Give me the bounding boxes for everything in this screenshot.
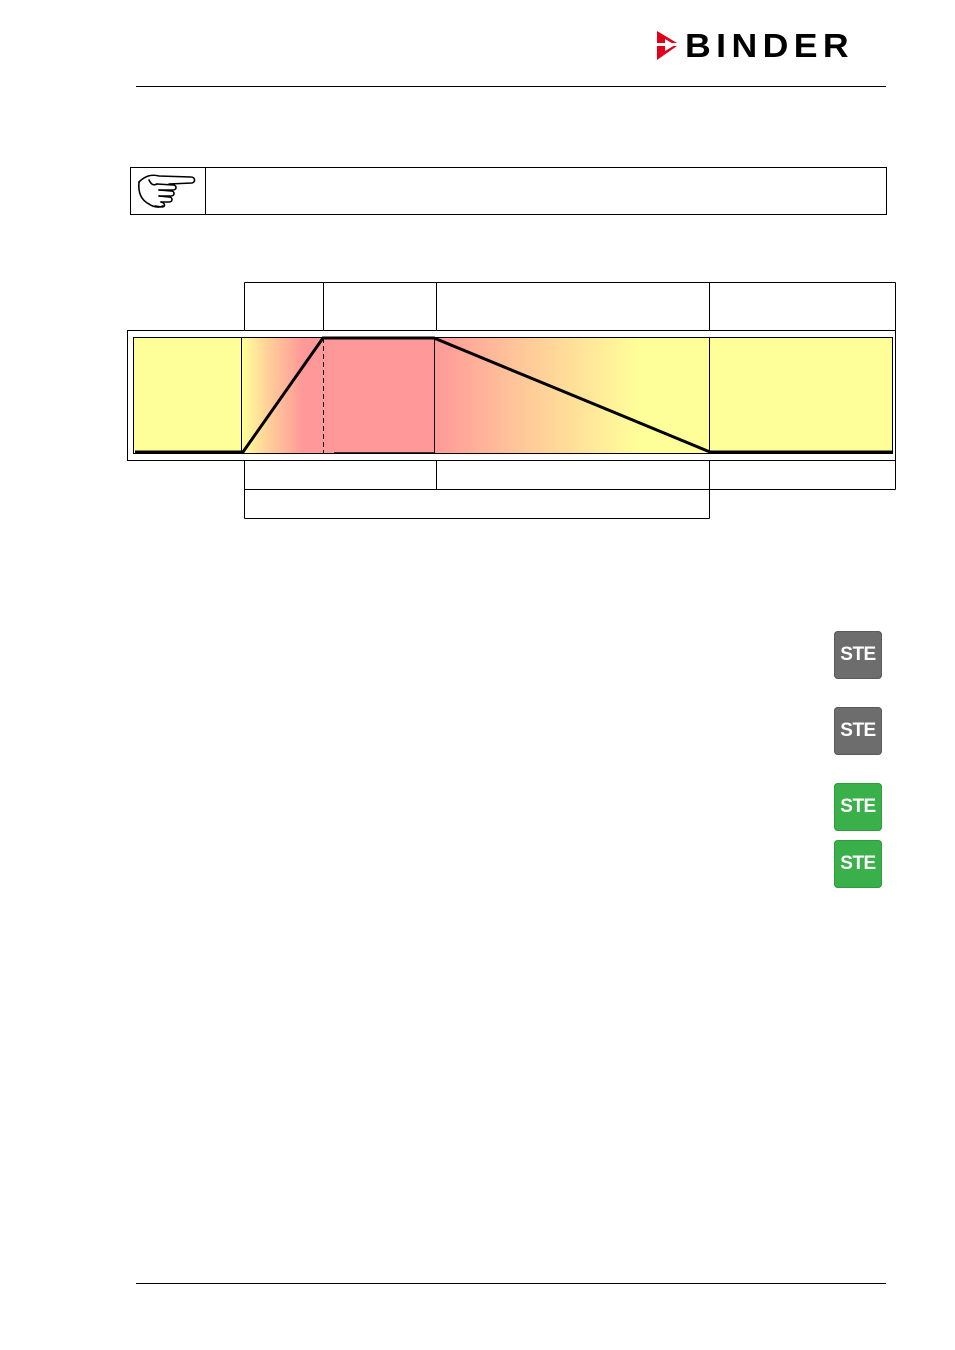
binder-logo: BINDER: [655, 27, 887, 64]
ste-key-active-2: STE: [834, 840, 882, 888]
ste-key-inactive-2: STE: [834, 707, 882, 755]
footer-rule: [136, 1283, 886, 1284]
plot-area-border: [133, 337, 893, 454]
pointing-hand-icon: [135, 170, 199, 217]
logo-wordmark: BINDER: [685, 27, 855, 64]
phase-before: [133, 337, 241, 453]
ste-key-inactive-1: STE: [834, 631, 882, 679]
phase-hold: [323, 337, 434, 453]
note-divider: [205, 168, 206, 214]
phase-after: [710, 337, 892, 453]
header-rule: [136, 86, 886, 87]
ste-key-active-1: STE: [834, 783, 882, 831]
note-box: [130, 167, 887, 215]
program-diagram: [127, 282, 896, 519]
temperature-profile: [135, 336, 892, 454]
logo-arrows-icon: [657, 31, 677, 60]
diagram-frame: [127, 330, 896, 461]
